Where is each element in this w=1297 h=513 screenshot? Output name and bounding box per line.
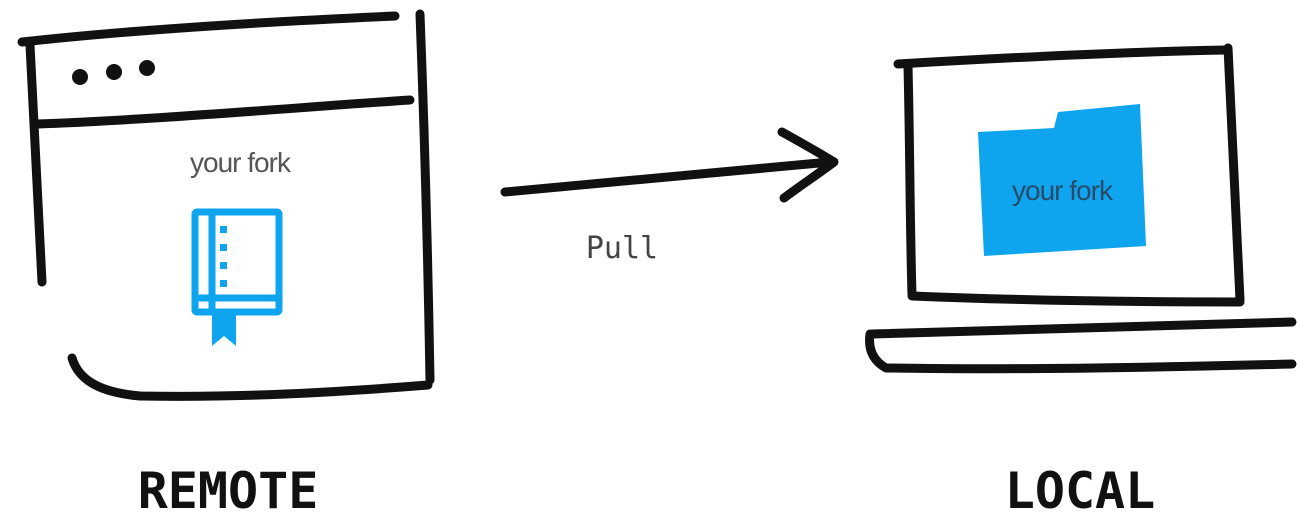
window-dot <box>106 64 122 80</box>
arrow-right-icon <box>500 127 839 203</box>
folder-icon <box>978 104 1146 256</box>
pull-label: Pull <box>586 231 658 266</box>
window-dot <box>72 69 88 85</box>
local-laptop: your fork <box>865 43 1297 374</box>
remote-label: REMOTE <box>138 462 319 513</box>
repository-book-icon <box>191 208 283 346</box>
remote-repo-label: your fork <box>190 147 292 178</box>
local-label: LOCAL <box>1005 462 1156 513</box>
window-dot <box>139 60 155 76</box>
local-folder-label: your fork <box>1012 175 1114 206</box>
browser-window-dots <box>72 60 155 85</box>
remote-browser-window: your fork <box>17 9 435 401</box>
